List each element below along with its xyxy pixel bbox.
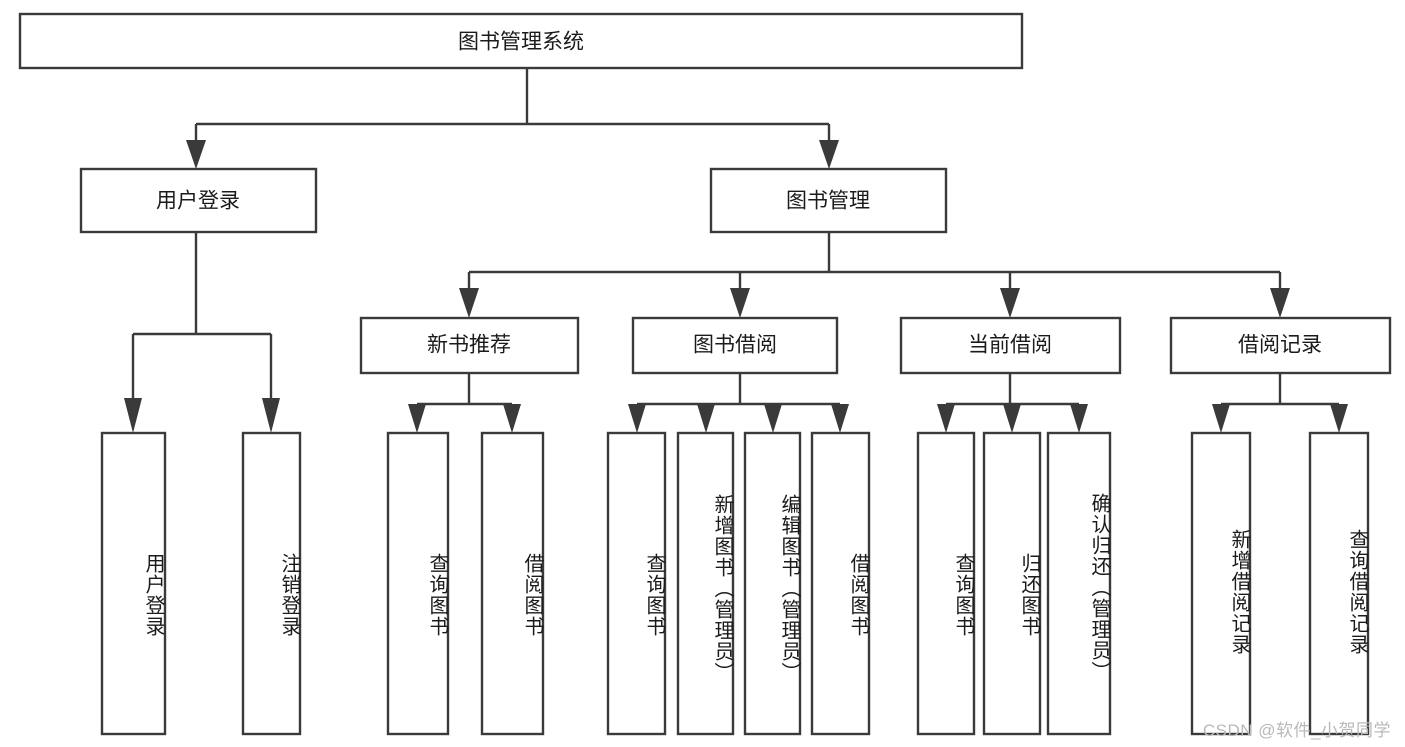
- node-book-borrow[interactable]: 图书借阅: [631, 316, 839, 375]
- node-leaf-rec-add-label: 新增借阅记录: [1228, 529, 1250, 655]
- node-new-book-rec[interactable]: 新书推荐: [359, 316, 580, 375]
- node-leaf-rec-add-box[interactable]: [1190, 431, 1252, 736]
- node-login-label: 用户登录: [156, 190, 240, 213]
- arrowhead-leaf-borrow-lend: [831, 404, 849, 433]
- arrowhead-login: [186, 140, 206, 169]
- node-leaf-rec-search-box[interactable]: [1308, 431, 1370, 736]
- node-leaf-rec-query[interactable]: 查询图书: [386, 431, 450, 736]
- connector-group-book-borrow: [628, 373, 849, 433]
- node-root[interactable]: 图书管理系统: [18, 12, 1024, 70]
- node-leaf-rec-borrow-label: 借阅图书: [521, 553, 543, 637]
- node-book-borrow-label: 图书借阅: [693, 334, 777, 357]
- node-leaf-rec-borrow-box[interactable]: [480, 431, 545, 736]
- node-leaf-logout[interactable]: 注销登录: [241, 431, 302, 736]
- arrowhead-leaf-logout: [262, 398, 280, 433]
- arrowhead-leaf-cur-confirm: [1070, 404, 1088, 433]
- node-current-borrow-label: 当前借阅: [968, 334, 1052, 357]
- node-leaf-borrow-add-box[interactable]: [676, 431, 735, 736]
- node-leaf-cur-return[interactable]: 归还图书: [982, 431, 1042, 736]
- node-leaf-borrow-edit-label: 编辑图书（管理员）: [778, 493, 800, 683]
- arrowhead-leaf-rec-search: [1330, 404, 1348, 433]
- node-leaf-rec-query-box[interactable]: [386, 431, 450, 736]
- connector-group-login: [124, 232, 280, 433]
- connector-group-current-borrow: [937, 373, 1088, 433]
- node-leaf-cur-return-label: 归还图书: [1018, 553, 1040, 637]
- node-borrow-record[interactable]: 借阅记录: [1169, 316, 1392, 375]
- connector-group-new-book-rec: [408, 373, 521, 433]
- arrowhead-leaf-user-login: [124, 398, 142, 433]
- arrowhead-leaf-cur-query: [937, 404, 955, 433]
- node-login-box[interactable]: [79, 167, 318, 234]
- node-leaf-cur-confirm[interactable]: 确认归还（管理员）: [1046, 431, 1112, 736]
- node-leaf-rec-search-label: 查询借阅记录: [1346, 529, 1368, 655]
- node-root-box[interactable]: [18, 12, 1024, 70]
- arrowhead-current-borrow: [1000, 288, 1020, 318]
- node-new-book-rec-label: 新书推荐: [427, 334, 511, 357]
- node-leaf-borrow-lend-label: 借阅图书: [847, 553, 869, 637]
- arrowhead-leaf-rec-borrow: [503, 404, 521, 433]
- node-book-borrow-box[interactable]: [631, 316, 839, 375]
- node-leaf-rec-add[interactable]: 新增借阅记录: [1190, 431, 1252, 736]
- node-book-mgmt[interactable]: 图书管理: [709, 167, 948, 234]
- connector-group-root: [186, 68, 839, 169]
- node-leaf-user-login-label: 用户登录: [142, 553, 164, 637]
- connector-group-bookmgmt: [459, 232, 1290, 318]
- node-leaf-rec-search[interactable]: 查询借阅记录: [1308, 431, 1370, 736]
- node-current-borrow[interactable]: 当前借阅: [899, 316, 1122, 375]
- node-borrow-record-label: 借阅记录: [1238, 334, 1322, 357]
- arrowhead-leaf-borrow-edit: [764, 404, 782, 433]
- node-leaf-borrow-query[interactable]: 查询图书: [606, 431, 667, 736]
- arrowhead-leaf-rec-add: [1212, 404, 1230, 433]
- connector-group-borrow-record: [1212, 373, 1348, 433]
- arrowhead-new-book-rec: [459, 288, 479, 318]
- node-leaf-borrow-query-box[interactable]: [606, 431, 667, 736]
- node-new-book-rec-box[interactable]: [359, 316, 580, 375]
- node-leaf-cur-query-box[interactable]: [916, 431, 976, 736]
- arrowhead-borrow-record: [1270, 288, 1290, 318]
- node-leaf-borrow-edit-box[interactable]: [743, 431, 802, 736]
- node-leaf-cur-return-box[interactable]: [982, 431, 1042, 736]
- node-leaf-borrow-lend[interactable]: 借阅图书: [810, 431, 871, 736]
- node-borrow-record-box[interactable]: [1169, 316, 1392, 375]
- node-leaf-borrow-edit[interactable]: 编辑图书（管理员）: [743, 431, 802, 736]
- arrowhead-bookmgmt: [819, 140, 839, 169]
- node-leaf-rec-borrow[interactable]: 借阅图书: [480, 431, 545, 736]
- node-leaf-rec-query-label: 查询图书: [426, 553, 448, 637]
- arrowhead-book-borrow: [730, 288, 750, 318]
- node-book-mgmt-box[interactable]: [709, 167, 948, 234]
- node-leaf-cur-confirm-box[interactable]: [1046, 431, 1112, 736]
- node-book-mgmt-label: 图书管理: [786, 190, 870, 213]
- node-leaf-cur-confirm-label: 确认归还（管理员）: [1088, 492, 1110, 682]
- node-leaf-user-login[interactable]: 用户登录: [100, 431, 167, 736]
- arrowhead-leaf-borrow-query: [628, 404, 646, 433]
- node-leaf-borrow-query-label: 查询图书: [643, 553, 665, 637]
- arrowhead-leaf-rec-query: [408, 404, 426, 433]
- node-leaf-logout-label: 注销登录: [278, 553, 300, 637]
- node-root-label: 图书管理系统: [458, 31, 584, 54]
- node-leaf-user-login-box[interactable]: [100, 431, 167, 736]
- node-leaf-cur-query[interactable]: 查询图书: [916, 431, 976, 736]
- node-leaf-borrow-add[interactable]: 新增图书（管理员）: [676, 431, 735, 736]
- node-leaf-borrow-lend-box[interactable]: [810, 431, 871, 736]
- node-leaf-borrow-add-label: 新增图书（管理员）: [711, 493, 733, 683]
- node-leaf-cur-query-label: 查询图书: [952, 553, 974, 637]
- node-leaf-logout-box[interactable]: [241, 431, 302, 736]
- arrowhead-leaf-cur-return: [1003, 404, 1021, 433]
- node-login[interactable]: 用户登录: [79, 167, 318, 234]
- node-current-borrow-box[interactable]: [899, 316, 1122, 375]
- arrowhead-leaf-borrow-add: [697, 404, 715, 433]
